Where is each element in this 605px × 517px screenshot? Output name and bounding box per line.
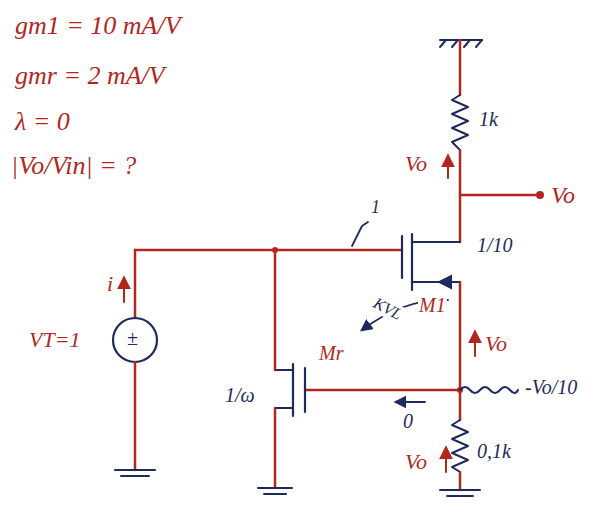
wire [305, 389, 460, 392]
output-terminal [536, 191, 544, 199]
wire [459, 40, 462, 95]
value-label: 1/10 [476, 234, 514, 256]
part-name: M1 [418, 294, 447, 316]
signal-name: i [106, 272, 114, 296]
wire [134, 250, 137, 318]
wire [274, 408, 277, 488]
current-arrow [123, 278, 125, 302]
wire [459, 282, 462, 420]
current-arrow [396, 401, 425, 403]
signal-name: Vo [404, 152, 428, 176]
mark-label: 1 [370, 198, 381, 218]
polarity-mark: ± [126, 327, 139, 349]
resistor-symbol [452, 95, 468, 150]
formula: λ = 0 [14, 108, 71, 137]
wire [274, 250, 277, 370]
ground-symbol [258, 488, 292, 494]
transistor-symbol [275, 364, 305, 416]
voltage-arrow [474, 332, 476, 356]
transistor-symbol [402, 234, 460, 290]
ground-symbol [115, 470, 155, 476]
source-label: VT=1 [28, 328, 82, 352]
value-label: 1/ω [224, 384, 256, 406]
signal-name: Vo [484, 332, 508, 356]
signal-name: Vo [404, 450, 428, 474]
resistor-symbol [452, 420, 468, 472]
wire [134, 362, 137, 470]
formula: |Vo/Vin| = ? [10, 152, 137, 181]
ground-symbol [440, 490, 480, 496]
current-label: 0 [402, 410, 414, 432]
current-squiggle [460, 387, 518, 393]
switch-mark [352, 222, 368, 246]
wire [135, 249, 402, 252]
signal-name: Vo [550, 182, 576, 208]
voltage-source-symbol [113, 318, 157, 362]
voltage-arrow [445, 448, 447, 472]
kvl-label: KVL [370, 294, 406, 324]
formula: gm1 = 10 mA/V [14, 12, 182, 41]
wire [460, 194, 538, 197]
value-label: 1k [478, 108, 499, 130]
voltage-arrow [447, 156, 449, 178]
formula: gmr = 2 mA/V [14, 62, 166, 91]
wire [459, 472, 462, 490]
current-label: -Vo/10 [524, 376, 578, 398]
value-label: 0,1k [476, 440, 512, 462]
part-name: Mr [318, 342, 344, 364]
